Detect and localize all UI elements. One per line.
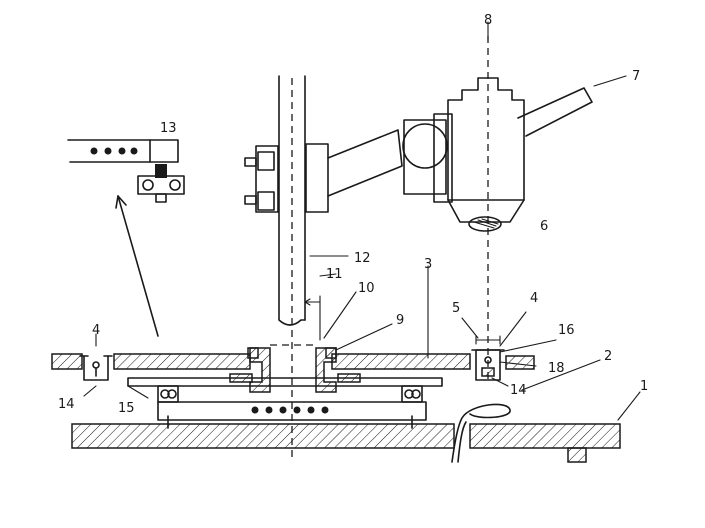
label-12: 12 [354, 251, 371, 266]
inset-detail [67, 139, 185, 337]
label-9: 9 [396, 313, 404, 328]
label-16: 16 [558, 323, 575, 338]
label-15: 15 [118, 401, 135, 416]
label-11: 11 [326, 267, 343, 282]
label-7: 7 [632, 69, 640, 84]
microscope-arm [305, 113, 453, 213]
label-18: 18 [548, 361, 565, 376]
label-14-right: 14 [510, 383, 527, 398]
label-5: 5 [452, 301, 460, 316]
sample-holder-right [471, 335, 505, 381]
rollers [157, 385, 423, 429]
column [278, 75, 306, 460]
label-10: 10 [358, 281, 375, 296]
sample-holder-left [79, 333, 113, 381]
label-3: 3 [424, 257, 432, 272]
lower-guide [127, 373, 443, 421]
label-1: 1 [640, 379, 648, 394]
leader-lines [83, 21, 641, 421]
stage-plate [51, 353, 535, 370]
label-8: 8 [484, 13, 492, 28]
cable-loop [451, 403, 511, 463]
microscope-head [447, 36, 593, 380]
label-6: 6 [540, 219, 548, 234]
column-clamp [244, 145, 279, 213]
label-4-right: 4 [530, 291, 538, 306]
label-4-left: 4 [92, 323, 100, 338]
guide-holes [251, 406, 329, 414]
label-2: 2 [604, 349, 612, 364]
dimension-11 [304, 295, 321, 341]
label-13: 13 [160, 121, 177, 136]
base-plate [71, 423, 621, 463]
label-14-left: 14 [58, 397, 75, 412]
reference-numerals: 1 2 3 4 4 5 6 7 8 9 10 11 12 13 14 14 15… [58, 13, 648, 416]
